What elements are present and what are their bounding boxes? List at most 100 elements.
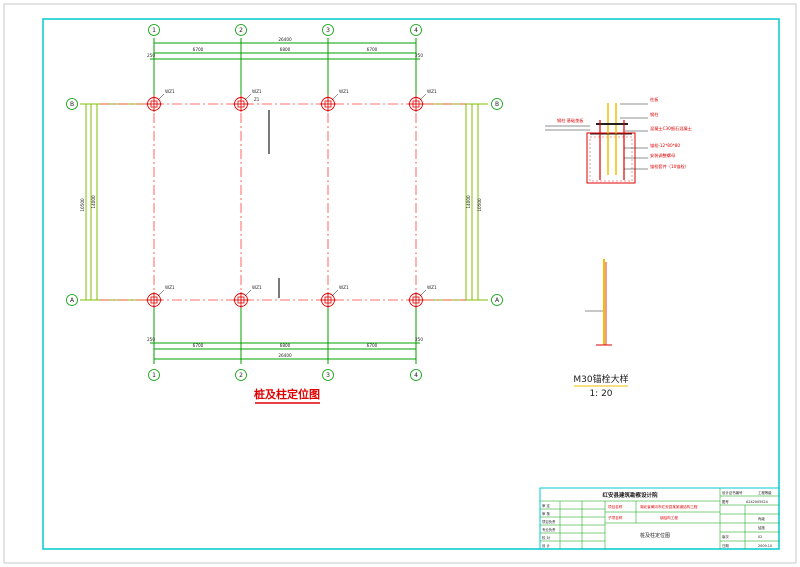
svg-text:1: 1 (152, 27, 156, 34)
axis-grid (100, 95, 466, 310)
tb-row-3: 项目负责 (542, 519, 556, 524)
pile-tag: WZ1 (427, 89, 437, 94)
no-value: 结施 (758, 525, 765, 530)
pile-tag: WZ1 (252, 285, 262, 290)
callout-3: 混凝土C30细石混凝土 (650, 125, 692, 132)
sheet-value: 02 (758, 535, 762, 539)
pile-marker: WZ1 (233, 89, 262, 112)
base-plate-detail: 钢柱 基础垫板 柱板 钢柱 混凝土C30细石混凝土 锚栓-12*80*80 安装… (545, 96, 692, 184)
company-name: 红安县建筑勘察设计院 (602, 491, 658, 499)
pile-tag: WZ1 (165, 285, 175, 290)
tb-row-2: 审 核 (542, 511, 550, 516)
top-dimensions (150, 38, 420, 98)
axis-bubble-1-bottom: 1 (148, 369, 160, 381)
svg-text:B: B (70, 101, 74, 108)
axis-bubble-3-top: 3 (322, 24, 334, 36)
svg-text:1: 1 (152, 372, 156, 379)
axis-bubble-A-left: A (66, 294, 78, 306)
outer-frame (3, 3, 797, 564)
pile-tag: WZ1 (252, 89, 262, 94)
date-value: 2009.10 (758, 544, 772, 548)
bottom-dim-span-2: 6800 (280, 343, 291, 348)
anchor-title: M30锚栓大样 (573, 373, 628, 385)
svg-text:A: A (495, 297, 500, 304)
grade-value: 丙级 (758, 516, 765, 521)
top-dim-span-2: 6800 (280, 47, 291, 52)
axis-bubble-4-top: 4 (410, 24, 422, 36)
left-dim-1: 10500 (80, 198, 85, 212)
svg-text:3: 3 (326, 27, 330, 34)
axis-bubble-2-top: 2 (235, 24, 247, 36)
callout-5: 安装调整螺母 (650, 152, 675, 159)
bottom-dim-edge-right: 250 (415, 337, 423, 342)
no-label: 图号 (722, 499, 729, 504)
interior-marks (268, 110, 280, 298)
bottom-dim-span-1: 6700 (193, 343, 204, 348)
cert-label: 设计证书编号 (722, 490, 743, 495)
callout-6: 锚栓套件（10锚栓） (650, 163, 689, 170)
detail-callouts: 柱板 钢柱 混凝土C30细石混凝土 锚栓-12*80*80 安装调整螺母 锚栓套… (650, 96, 692, 170)
project-label: 项目名称 (608, 504, 623, 509)
anchor-scale: 1: 20 (589, 389, 612, 399)
right-dim-2: 10500 (477, 198, 482, 212)
grade-label: 工程等级 (758, 490, 772, 495)
top-dim-span-1: 6700 (193, 47, 204, 52)
bottom-dim-edge-left: 250 (147, 337, 155, 342)
axis-bubble-2-bottom: 2 (235, 369, 247, 381)
callout-4: 锚栓-12*80*80 (650, 142, 680, 149)
drawing-border (42, 18, 780, 550)
side-walls (80, 103, 488, 301)
title-block: 红安县建筑勘察设计院 项目名称 湖北省黄冈市红安县某某钢结构工程 子项名称 钢结… (539, 487, 780, 550)
side-dim-text: 10500 14000 14000 10500 (80, 195, 482, 212)
top-dim-total: 26400 (278, 37, 292, 42)
svg-text:3: 3 (326, 372, 330, 379)
title-block-frame (539, 487, 780, 550)
axis-bubble-1-top: 1 (148, 24, 160, 36)
leader-lines (545, 103, 648, 170)
pile-marker: WZ1 (320, 89, 349, 112)
tb-row-1: 审 定 (542, 503, 550, 508)
bottom-dim-total: 26400 (278, 353, 292, 358)
cert-value: A242005524 (746, 500, 768, 504)
top-dim-text: 26400 6700 6800 6700 250 250 (147, 37, 423, 58)
bottom-dimensions (150, 305, 420, 364)
axis-bubble-4-bottom: 4 (410, 369, 422, 381)
svg-text:4: 4 (414, 27, 418, 34)
svg-text:A: A (70, 297, 75, 304)
svg-text:2: 2 (239, 372, 243, 379)
sub-value: 钢结构工程 (660, 515, 678, 520)
pile-marker: WZ1 (408, 285, 437, 308)
tb-row-4: 专业负责 (542, 527, 556, 532)
pile-tag: WZ1 (427, 285, 437, 290)
pile-marker: WZ1 (320, 285, 349, 308)
bottom-dim-text: 250 250 6700 6800 6700 26400 (147, 337, 423, 358)
pile-marker: WZ1 (146, 285, 175, 308)
pile-marker: WZ1 (408, 89, 437, 112)
drawing-name: 桩及柱定位图 (640, 532, 670, 539)
top-dim-edge-right: 250 (415, 53, 423, 58)
date-label: 日期 (722, 543, 729, 548)
footing-hatch (589, 136, 633, 182)
pile-marker: WZ1 (233, 285, 262, 308)
tb-row-6: 设 计 (542, 543, 550, 548)
anchor-bolt-detail: M30锚栓大样 1: 20 (573, 259, 629, 399)
right-dim-1: 14000 (466, 195, 471, 209)
top-dim-span-3: 6700 (367, 47, 378, 52)
left-dim-2: 14000 (91, 195, 96, 209)
axis-bubble-B-right: B (491, 98, 503, 110)
svg-text:B: B (495, 101, 499, 108)
tb-row-5: 校 对 (542, 535, 550, 540)
detail-left-note: 钢柱 基础垫板 (557, 117, 584, 124)
bottom-dim-span-3: 6700 (367, 343, 378, 348)
callout-1: 柱板 (650, 96, 659, 103)
pile-tag: WZ1 (339, 285, 349, 290)
sheet-label: 版次 (722, 534, 729, 539)
sub-label: 子项名称 (608, 515, 623, 520)
pile-tag: WZ1 (165, 89, 175, 94)
axis-bubble-A-right: A (491, 294, 503, 306)
pile-tag: WZ1 (339, 89, 349, 94)
